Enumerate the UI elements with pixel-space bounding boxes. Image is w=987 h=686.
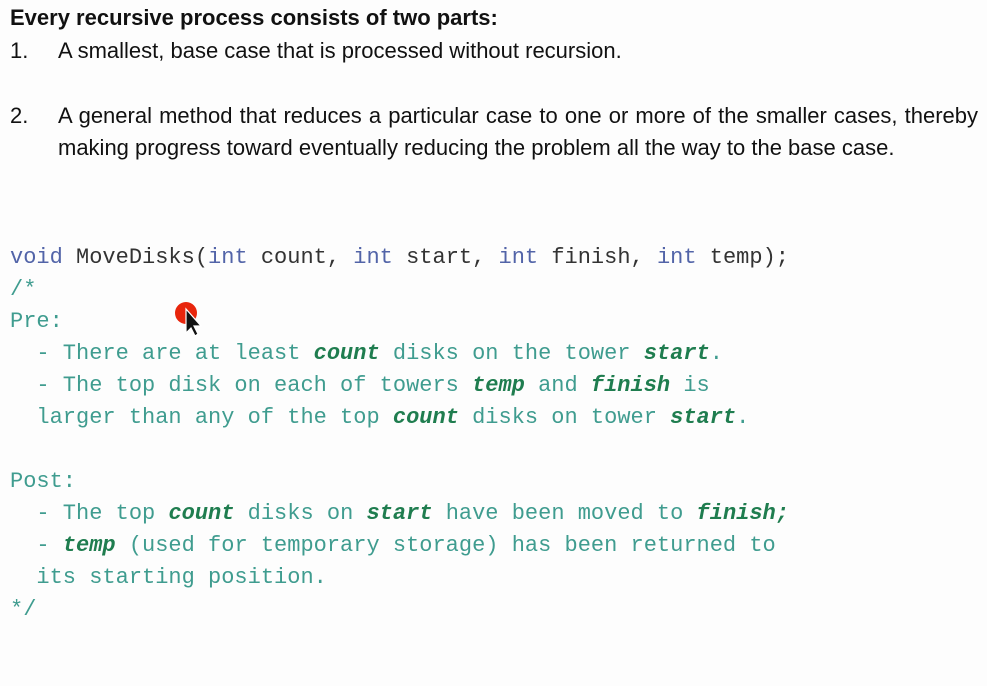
pre-condition-1: - There are at least count disks on the … bbox=[10, 338, 723, 370]
function-signature: void MoveDisks(int count, int start, int… bbox=[10, 242, 789, 274]
comment-text: is bbox=[670, 373, 710, 398]
comment-text: - The top disk on each of towers bbox=[10, 373, 473, 398]
pre-label: Pre: bbox=[10, 309, 63, 334]
post-condition-2: - temp (used for temporary storage) has … bbox=[10, 530, 776, 562]
keyword-int: int bbox=[353, 245, 393, 270]
pre-condition-2-cont: larger than any of the top count disks o… bbox=[10, 402, 749, 434]
emphasis: temp bbox=[62, 533, 116, 558]
comment-text: larger than any of the top bbox=[10, 405, 393, 430]
comment-text: have been moved to bbox=[432, 501, 697, 526]
list-item-number-2: 2. bbox=[10, 103, 29, 128]
comment-close: */ bbox=[10, 597, 37, 622]
comment-text: disks on tower bbox=[458, 405, 671, 430]
param-finish: finish, bbox=[538, 245, 657, 270]
list-item-text-2: A general method that reduces a particul… bbox=[58, 103, 978, 160]
comment-text: disks on bbox=[234, 501, 367, 526]
comment-text: - There are at least bbox=[10, 341, 314, 366]
function-name: MoveDisks( bbox=[76, 245, 209, 270]
param-start: start, bbox=[392, 245, 499, 270]
comment-text: disks on the tower bbox=[379, 341, 644, 366]
emphasis: finish bbox=[590, 373, 671, 398]
comment-text: - bbox=[10, 533, 63, 558]
mouse-pointer-icon bbox=[175, 302, 203, 337]
post-condition-1: - The top count disks on start have been… bbox=[10, 498, 789, 530]
list-item-number-1: 1. bbox=[10, 38, 29, 63]
emphasis: start bbox=[670, 405, 737, 430]
post-label: Post: bbox=[10, 469, 77, 494]
comment-text: . bbox=[736, 405, 750, 430]
param-temp: temp); bbox=[696, 245, 789, 270]
slide-heading: Every recursive process consists of two … bbox=[10, 5, 498, 30]
emphasis: count bbox=[392, 405, 459, 430]
comment-text: and bbox=[524, 373, 591, 398]
emphasis: count bbox=[313, 341, 380, 366]
keyword-int: int bbox=[208, 245, 248, 270]
comment-text: . bbox=[709, 341, 723, 366]
keyword-void: void bbox=[10, 245, 63, 270]
emphasis: finish bbox=[696, 501, 776, 526]
list-item-text-1: A smallest, base case that is processed … bbox=[58, 38, 622, 63]
emphasis: count bbox=[168, 501, 235, 526]
cursor-arrow bbox=[185, 307, 203, 337]
comment-text: - The top bbox=[10, 501, 169, 526]
comment-text: (used for temporary storage) has been re… bbox=[115, 533, 776, 558]
comment-open: /* bbox=[10, 277, 37, 302]
keyword-int: int bbox=[656, 245, 697, 270]
emphasis: start bbox=[643, 341, 710, 366]
post-condition-2-cont: its starting position. bbox=[10, 565, 327, 590]
emphasis: start bbox=[366, 501, 433, 526]
keyword-int: int bbox=[498, 245, 539, 270]
emphasis: ; bbox=[775, 501, 789, 526]
pre-condition-2: - The top disk on each of towers temp an… bbox=[10, 370, 710, 402]
emphasis: temp bbox=[472, 373, 525, 398]
param-count: count, bbox=[247, 245, 354, 270]
